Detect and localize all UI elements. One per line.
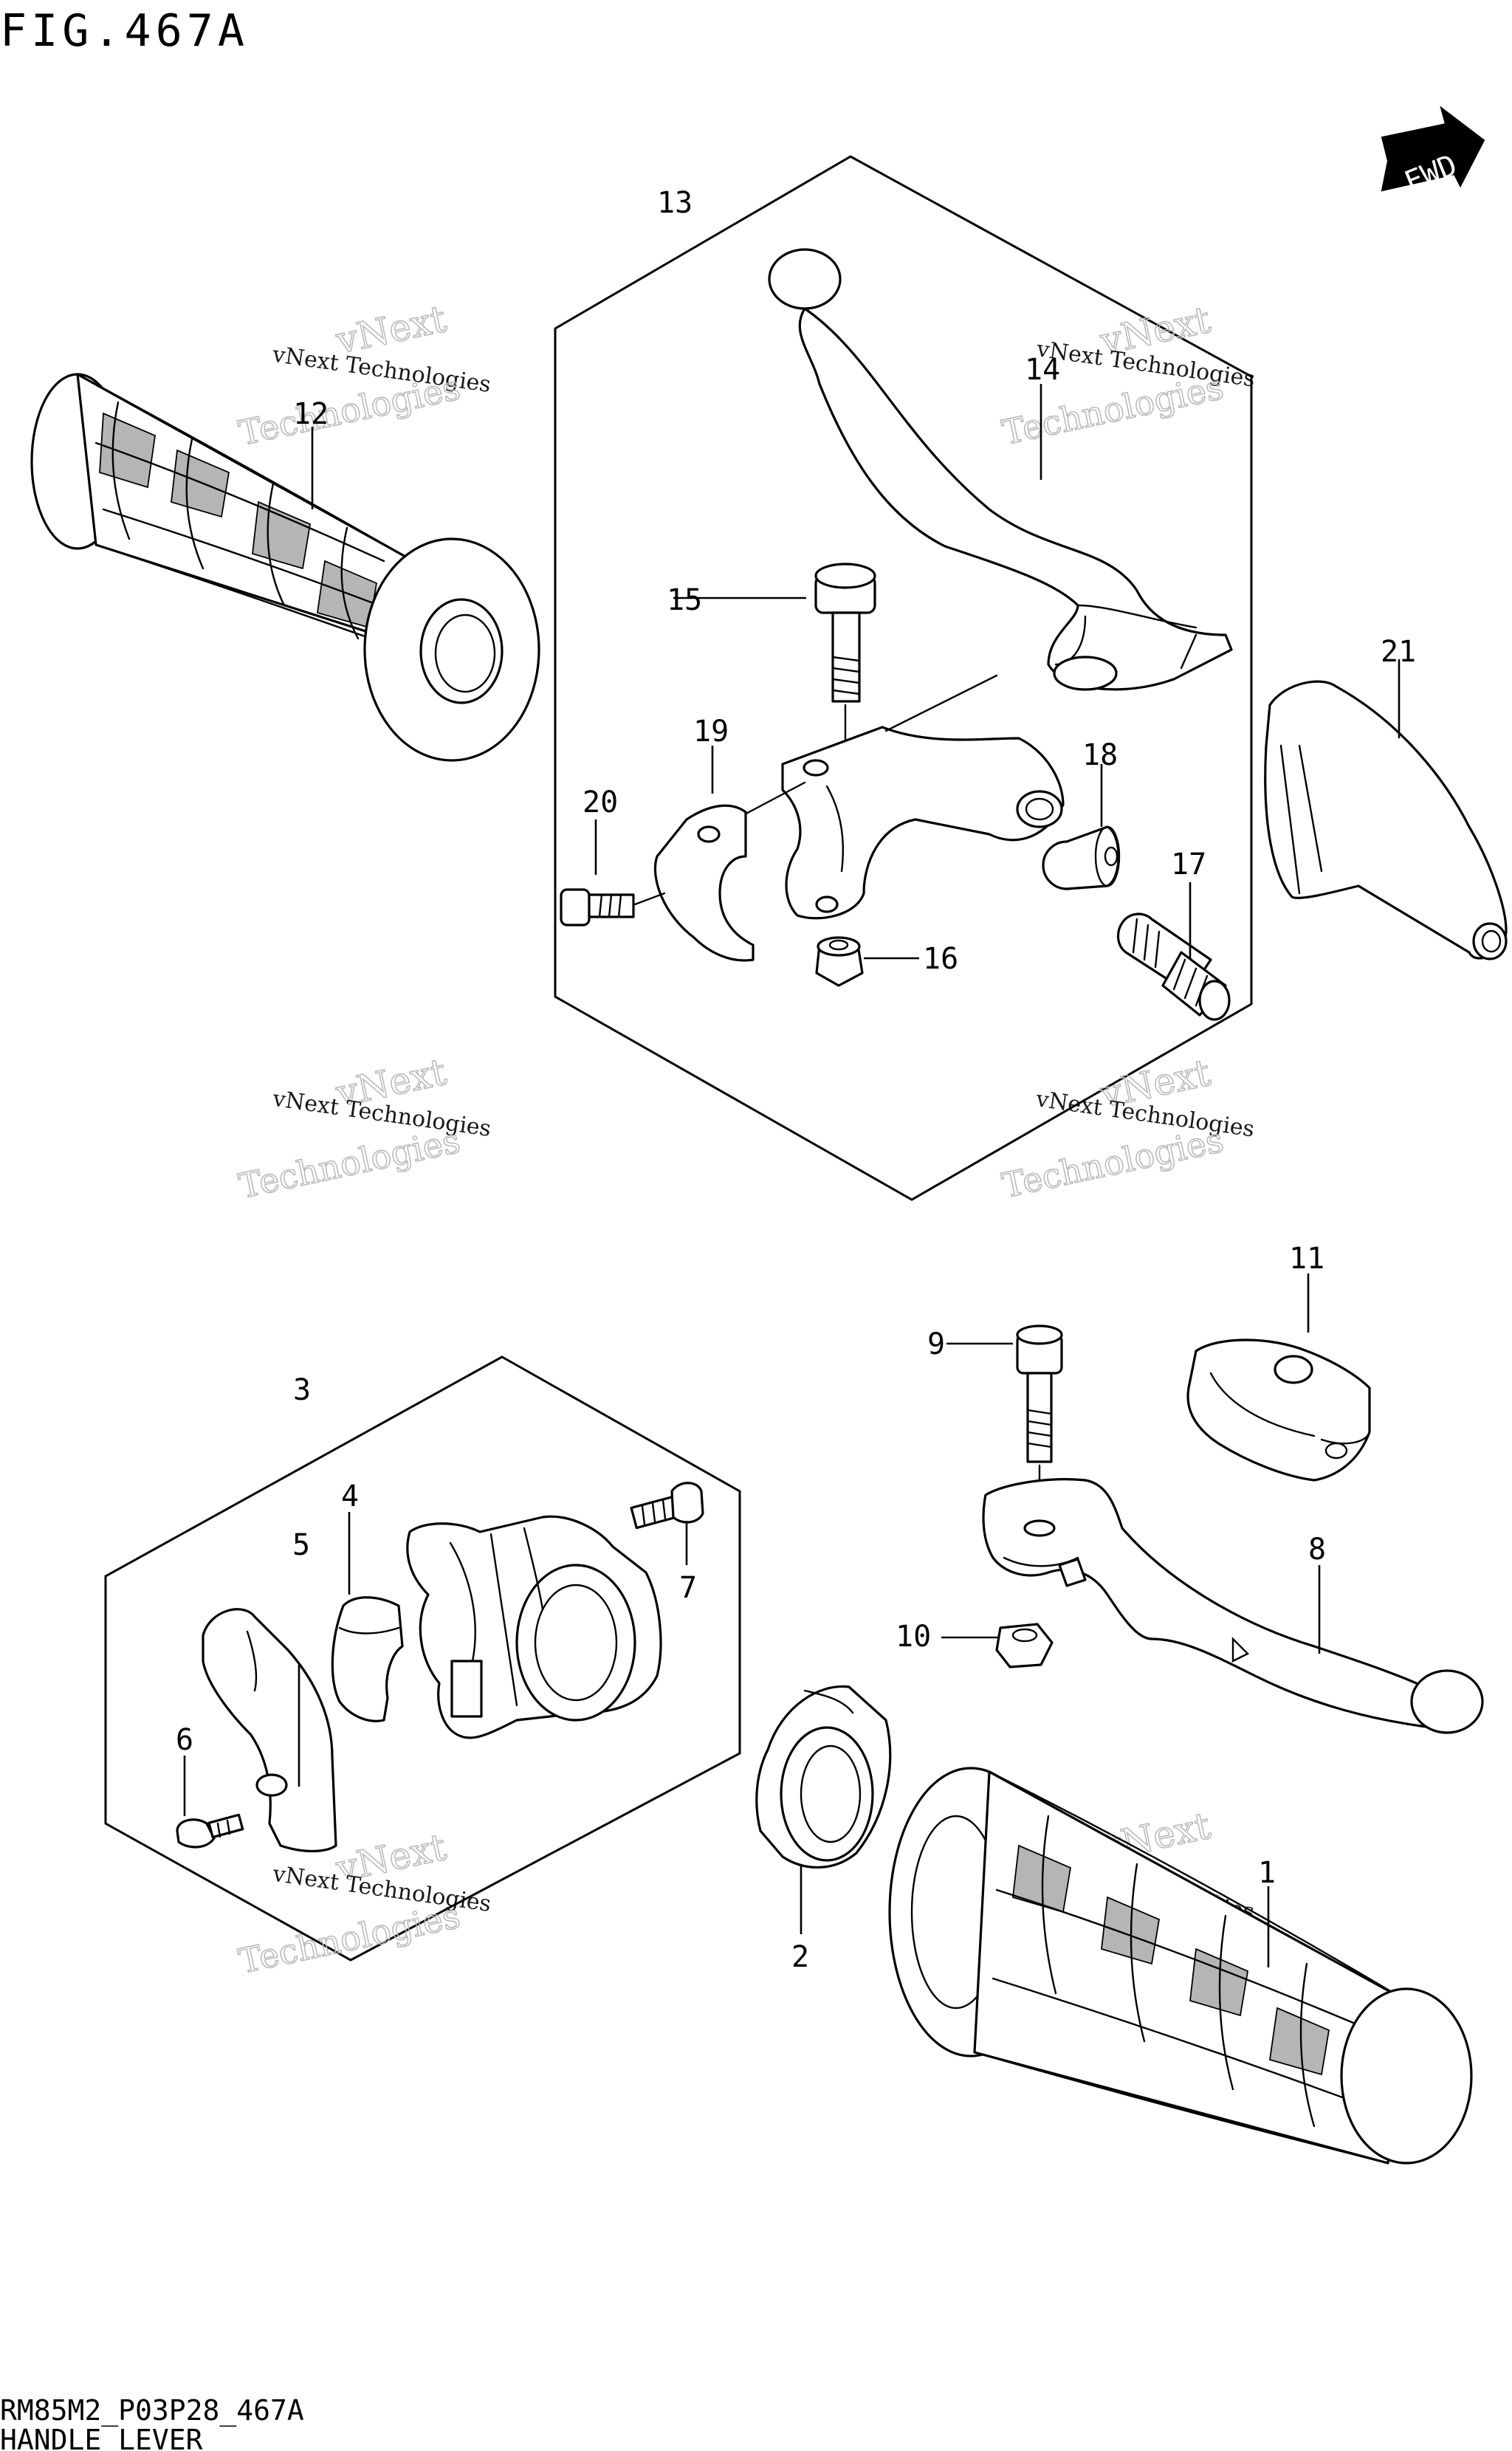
callout-11: 11 [1289, 1242, 1324, 1276]
callout-3: 3 [293, 1373, 311, 1407]
callout-13: 13 [657, 186, 693, 220]
part-12-grip [30, 373, 540, 762]
group-box-3 [104, 1355, 741, 1962]
fwd-arrow-icon: FWD [1381, 106, 1485, 200]
part-17-adjuster [1117, 912, 1231, 1021]
callout-4: 4 [341, 1479, 359, 1513]
part-7-screw [630, 1482, 704, 1530]
part-6-screw [176, 1813, 244, 1849]
part-1-grip [888, 1767, 1473, 2165]
figure-caption: HANDLE LEVER [0, 2424, 203, 2451]
part-15-bolt [814, 563, 876, 747]
leader-lines [183, 384, 1401, 1967]
figure-code: RM85M2_P03P28_467A [0, 2394, 304, 2427]
callout-19: 19 [693, 715, 729, 749]
callout-12: 12 [293, 397, 329, 431]
svg-text:Technologies: Technologies [999, 1120, 1227, 1206]
callout-20: 20 [583, 786, 618, 819]
callout-14: 14 [1025, 353, 1060, 387]
svg-text:Technologies: Technologies [236, 1121, 464, 1206]
callout-5: 5 [292, 1528, 310, 1562]
callout-15: 15 [667, 583, 702, 617]
watermark-5: vNext vNext Technologies Technologies [235, 1825, 492, 1982]
part-10-nut [995, 1623, 1054, 1668]
figure-title: FIG.467A [0, 5, 249, 57]
part-8-lever [982, 1478, 1484, 1734]
callout-2: 2 [791, 1940, 809, 1974]
callout-7: 7 [679, 1571, 697, 1605]
callout-9: 9 [927, 1327, 945, 1361]
callouts: 12 13 14 15 19 18 20 17 16 21 11 9 8 10 … [176, 186, 1416, 1974]
callout-18: 18 [1082, 738, 1118, 772]
watermark-1: vNext vNext Technologies Technologies [235, 297, 492, 454]
part-21-boot [1264, 680, 1508, 960]
svg-text:Technologies: Technologies [236, 368, 464, 453]
callout-6: 6 [176, 1723, 193, 1757]
callout-16: 16 [923, 942, 958, 976]
callout-10: 10 [896, 1620, 931, 1654]
part-19-bracket [740, 674, 1065, 920]
part-16-nut [815, 936, 864, 987]
callout-8: 8 [1308, 1533, 1326, 1567]
part-2-collar [755, 1685, 892, 1869]
part-5-cover [202, 1608, 337, 1853]
part-11-cover [1186, 1338, 1371, 1482]
svg-text:Technologies: Technologies [236, 1896, 464, 1981]
part-4-piece [331, 1596, 404, 1722]
callout-1: 1 [1258, 1856, 1276, 1890]
callout-21: 21 [1381, 635, 1416, 669]
part-19-clamp [653, 804, 755, 962]
part-20-bolt [560, 888, 666, 927]
watermark-3: vNext vNext Technologies Technologies [235, 1050, 492, 1207]
part-18-locknut [1042, 825, 1121, 890]
part-14-lever [768, 248, 1233, 691]
callout-17: 17 [1171, 848, 1206, 881]
part-3-housing [406, 1515, 662, 1739]
group-box-13 [554, 155, 1253, 1201]
